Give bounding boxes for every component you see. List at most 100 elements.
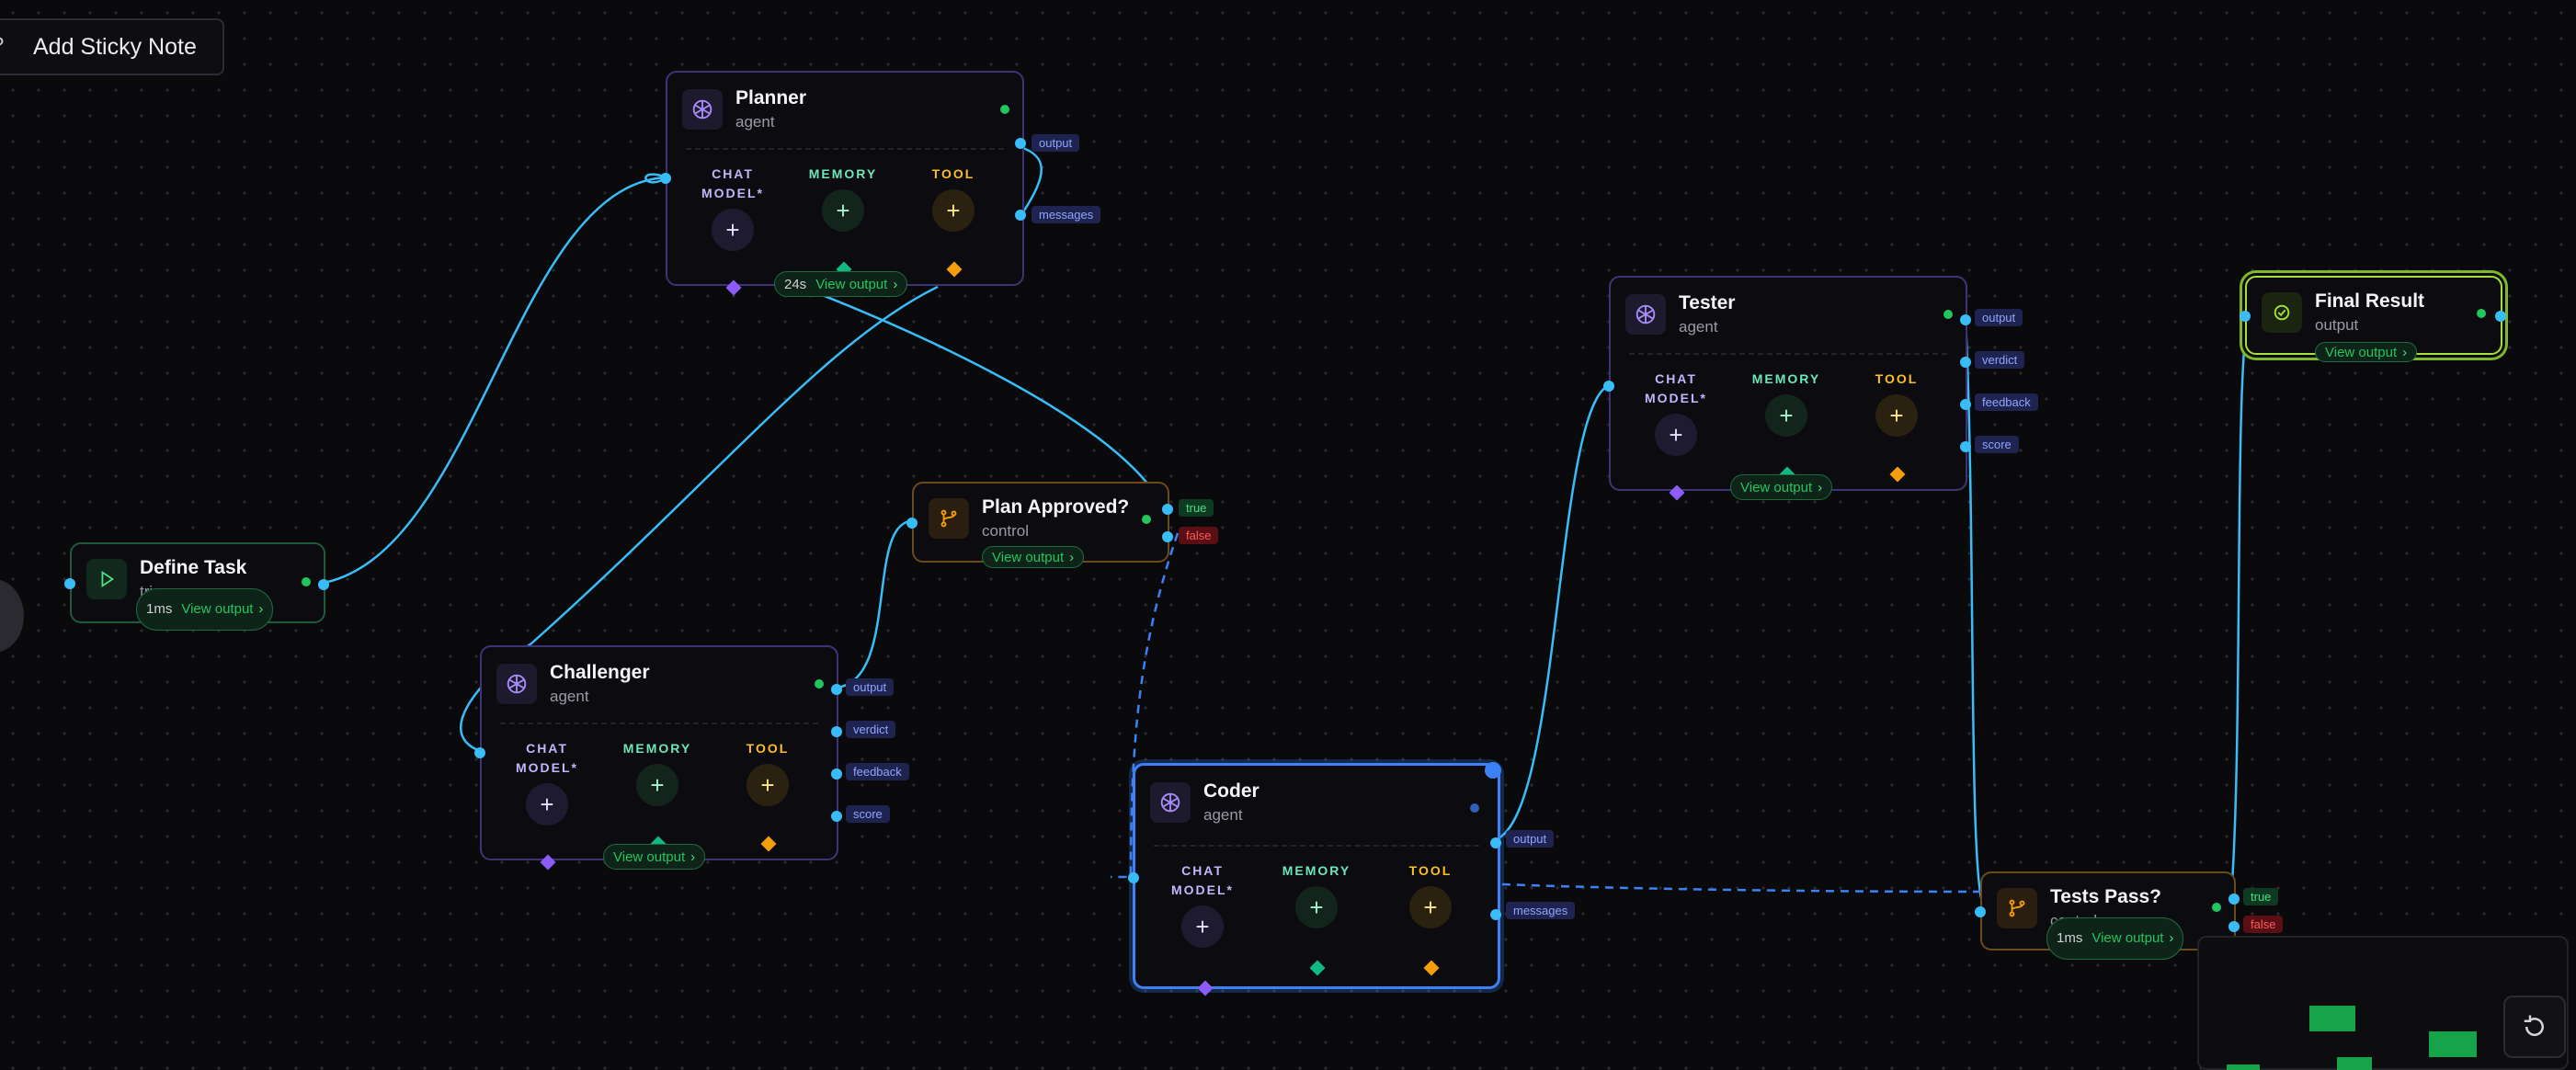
tool-handle[interactable] — [1889, 466, 1906, 483]
plus-icon: + — [1889, 402, 1904, 429]
input-port[interactable] — [474, 747, 485, 758]
slot-chat-model: CHAT MODEL* + — [1152, 861, 1253, 948]
view-output-button[interactable]: 1ms View output› — [136, 588, 274, 631]
input-port[interactable] — [1128, 872, 1139, 883]
output-port[interactable] — [2495, 311, 2506, 322]
openai-logo-icon — [1150, 782, 1191, 823]
slot-label: MEMORY — [808, 166, 878, 181]
add-sticky-note-button[interactable]: ? Add Sticky Note — [0, 18, 224, 75]
output-port-output[interactable] — [1960, 314, 1971, 325]
plus-icon: + — [1669, 421, 1683, 449]
output-port-feedback[interactable] — [831, 768, 842, 780]
tool-handle[interactable] — [1423, 960, 1440, 976]
view-output-button[interactable]: View output› — [1730, 474, 1833, 500]
add-memory-button[interactable]: + — [822, 189, 864, 232]
add-tool-button[interactable]: + — [747, 764, 789, 806]
node-tests-pass[interactable]: Tests Pass? control 1ms View output› — [1975, 871, 2240, 960]
wire-coder-to-tester — [1492, 382, 1614, 842]
view-output-button[interactable]: 24s View output› — [774, 271, 908, 297]
input-port[interactable] — [906, 518, 918, 529]
slot-chat-model: CHAT MODEL* + — [1625, 370, 1727, 456]
add-chat-model-button[interactable]: + — [1655, 414, 1697, 456]
output-port-verdict[interactable] — [831, 726, 842, 737]
input-port[interactable] — [1975, 906, 1986, 917]
slot-label: CHAT MODEL* — [1171, 863, 1234, 897]
chevron-right-icon: › — [1069, 549, 1075, 565]
node-title: Coder — [1203, 780, 1260, 802]
openai-logo-icon — [682, 89, 723, 130]
tool-handle[interactable] — [946, 261, 963, 278]
slot-memory: MEMORY + — [607, 739, 708, 806]
add-sticky-note-label: Add Sticky Note — [33, 33, 197, 60]
output-port-output[interactable] — [1490, 837, 1501, 848]
runtime-label: 24s — [784, 276, 807, 292]
node-planner[interactable]: Planner agent CHAT MODEL* + MEMORY + TOO… — [660, 71, 1026, 297]
input-port[interactable] — [660, 173, 671, 184]
input-port[interactable] — [2240, 311, 2251, 322]
output-port-output[interactable] — [831, 684, 842, 695]
output-port-false[interactable] — [1162, 531, 1173, 542]
node-plan-approved[interactable]: Plan Approved? control View output› — [906, 482, 1173, 568]
wire-plan-approved-false-to-coder — [1111, 532, 1180, 879]
view-output-button[interactable]: View output› — [2315, 342, 2418, 362]
slot-label: MEMORY — [1751, 371, 1821, 386]
add-memory-button[interactable]: + — [1295, 886, 1338, 928]
plus-icon: + — [1423, 894, 1438, 921]
plus-icon: + — [836, 197, 850, 224]
output-port[interactable] — [318, 579, 329, 590]
status-indicator — [1000, 105, 1009, 114]
node-final-result[interactable]: Final Result output View output› — [2240, 276, 2506, 362]
view-output-label: View output — [181, 601, 254, 617]
view-output-button[interactable]: View output› — [603, 844, 706, 870]
node-challenger[interactable]: Challenger agent CHAT MODEL* + MEMORY + … — [474, 645, 842, 871]
add-tool-button[interactable]: + — [932, 189, 975, 232]
output-port-feedback[interactable] — [1960, 399, 1971, 410]
minimap-node — [2227, 1064, 2260, 1070]
output-port-score[interactable] — [1960, 441, 1971, 452]
view-output-button[interactable]: 1ms View output› — [2046, 917, 2184, 960]
add-tool-button[interactable]: + — [1409, 886, 1452, 928]
status-indicator — [1470, 803, 1479, 813]
add-chat-model-button[interactable]: + — [712, 209, 754, 251]
output-port-true[interactable] — [1162, 504, 1173, 515]
memory-handle[interactable] — [1309, 960, 1326, 976]
plus-icon: + — [946, 197, 961, 224]
slot-label: TOOL — [746, 741, 790, 756]
runtime-label: 1ms — [146, 601, 173, 617]
output-port-messages[interactable] — [1015, 210, 1026, 221]
add-memory-button[interactable]: + — [636, 764, 678, 806]
status-indicator — [815, 679, 824, 689]
add-memory-button[interactable]: + — [1765, 394, 1807, 437]
node-coder[interactable]: Coder agent CHAT MODEL* + MEMORY + TOOL … — [1128, 762, 1501, 996]
node-tester[interactable]: Tester agent CHAT MODEL* + MEMORY + TOOL… — [1603, 276, 1971, 501]
view-output-label: View output — [2325, 344, 2398, 360]
view-output-button[interactable]: View output› — [982, 546, 1085, 568]
node-define-task[interactable]: Define Task trigger 1ms View output› — [64, 542, 329, 631]
slot-memory: MEMORY + — [1266, 861, 1367, 928]
add-chat-model-button[interactable]: + — [1181, 905, 1224, 948]
chevron-right-icon: › — [893, 276, 898, 292]
reset-view-button[interactable] — [2503, 996, 2566, 1058]
tool-handle[interactable] — [760, 836, 777, 852]
output-port-verdict[interactable] — [1960, 357, 1971, 368]
minimap-node — [2337, 1057, 2372, 1070]
chevron-right-icon: › — [2169, 930, 2174, 946]
chevron-right-icon: › — [258, 601, 264, 617]
add-chat-model-button[interactable]: + — [526, 783, 568, 825]
slot-memory: MEMORY + — [792, 165, 894, 232]
output-port-score[interactable] — [831, 811, 842, 822]
output-port-messages[interactable] — [1490, 909, 1501, 920]
port-tag-score: score — [846, 805, 890, 823]
add-tool-button[interactable]: + — [1875, 394, 1918, 437]
output-port-true[interactable] — [2228, 894, 2240, 905]
minimap-node — [2309, 1006, 2355, 1031]
divider — [686, 148, 1004, 150]
input-port[interactable] — [64, 578, 75, 589]
input-port[interactable] — [1603, 381, 1614, 392]
output-port-output[interactable] — [1015, 138, 1026, 149]
node-subtitle: agent — [735, 113, 775, 131]
resize-handle[interactable] — [1485, 762, 1501, 779]
output-port-false[interactable] — [2228, 921, 2240, 932]
divider — [500, 723, 818, 724]
